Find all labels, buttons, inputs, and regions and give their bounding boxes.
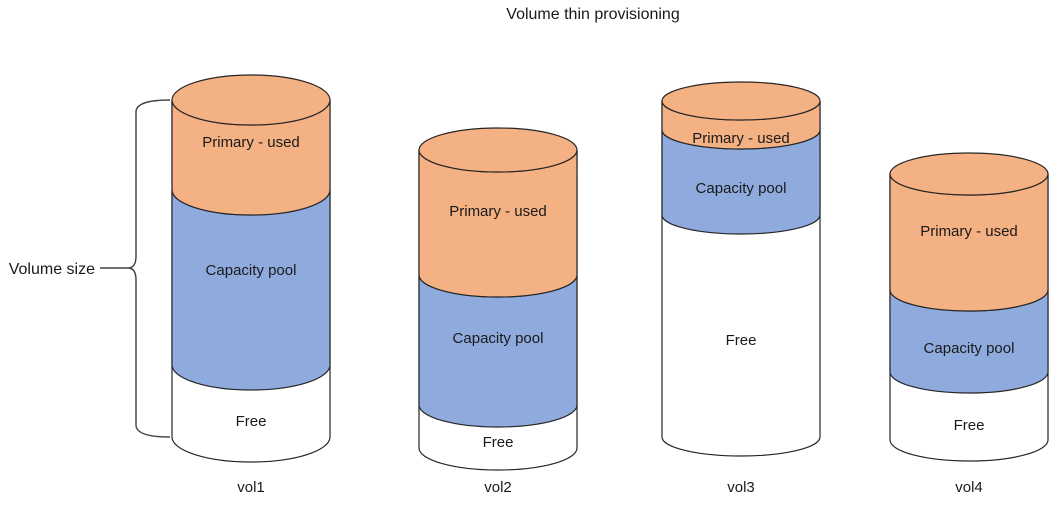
volume-size-annotation: Volume size xyxy=(9,99,171,438)
segment-capacity-pool xyxy=(171,189,331,391)
volume-name-label: vol2 xyxy=(484,479,512,496)
segment-label-capacity-pool: Capacity pool xyxy=(206,262,297,279)
segment-capacity-pool xyxy=(418,274,578,428)
segment-label-capacity-pool: Capacity pool xyxy=(924,340,1015,357)
cylinder-top-ellipse xyxy=(661,81,821,121)
segment-label-primary-used: Primary - used xyxy=(449,203,547,220)
segment-label-primary-used: Primary - used xyxy=(920,223,1018,240)
segment-label-free: Free xyxy=(483,434,514,451)
segment-label-primary-used: Primary - used xyxy=(202,134,300,151)
volume-name-label: vol1 xyxy=(237,479,265,496)
diagram-title: Volume thin provisioning xyxy=(506,6,679,23)
cylinder-top-ellipse xyxy=(889,152,1049,196)
segment-label-capacity-pool: Capacity pool xyxy=(696,180,787,197)
cylinder-vol3: Primary - used Capacity pool Free vol3 xyxy=(661,81,821,496)
segment-label-free: Free xyxy=(726,332,757,349)
volume-name-label: vol3 xyxy=(727,479,755,496)
volume-size-brace xyxy=(127,99,171,438)
segment-label-capacity-pool: Capacity pool xyxy=(453,330,544,347)
cylinder-vol1: Primary - used Capacity pool Free vol1 xyxy=(171,74,331,496)
volume-name-label: vol4 xyxy=(955,479,983,496)
segment-label-primary-used: Primary - used xyxy=(692,130,790,147)
segment-label-free: Free xyxy=(954,417,985,434)
cylinder-top-ellipse xyxy=(418,127,578,173)
cylinder-vol4: Primary - used Capacity pool Free vol4 xyxy=(889,152,1049,496)
segment-label-free: Free xyxy=(236,413,267,430)
volume-size-label: Volume size xyxy=(9,261,95,278)
cylinder-vol2: Primary - used Capacity pool Free vol2 xyxy=(418,127,578,496)
cylinder-top-ellipse xyxy=(171,74,331,126)
